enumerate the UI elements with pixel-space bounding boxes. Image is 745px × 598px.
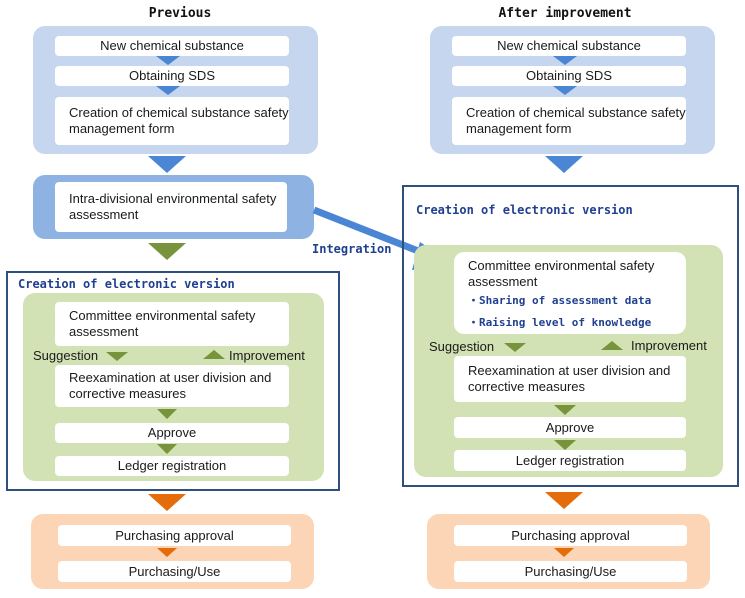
- after-obtaining-sds-box: Obtaining SDS: [452, 66, 686, 86]
- prev-improvement-arrow: [203, 350, 225, 359]
- prev-suggestion-label: Suggestion: [33, 348, 99, 363]
- after-bullet-sharing: ・Sharing of assessment data: [468, 294, 652, 307]
- after-improvement-label: Improvement: [631, 338, 707, 353]
- prev-approve-box: Approve: [55, 423, 289, 443]
- prev-intra-box: Intra-divisional environmental safety as…: [55, 182, 287, 232]
- after-electronic-frame: [402, 185, 739, 487]
- after-purchasing-approval-box: Purchasing approval: [454, 525, 687, 546]
- prev-blue-arrow: [148, 156, 186, 173]
- after-new-substance-box: New chemical substance: [452, 36, 686, 56]
- prev-reexamination-box: Reexamination at user division and corre…: [55, 365, 289, 407]
- prev-new-substance-box: New chemical substance: [55, 36, 289, 56]
- after-improvement-arrow: [601, 341, 623, 350]
- previous-header: Previous: [148, 6, 212, 21]
- after-arrow-to-use: [554, 548, 574, 557]
- prev-ledger-box: Ledger registration: [55, 456, 289, 476]
- prev-orange-arrow: [148, 494, 186, 511]
- prev-frame-title: Creation of electronic version: [18, 277, 235, 291]
- prev-suggestion-arrow: [106, 352, 128, 361]
- after-purchasing-use-box: Purchasing/Use: [454, 561, 687, 582]
- after-arrow-to-ledger: [554, 440, 576, 450]
- prev-small-arrow-1: [156, 56, 180, 65]
- after-blue-arrow: [545, 156, 583, 173]
- prev-small-arrow-2: [156, 86, 180, 95]
- after-committee-box: Committee environmental safety assessmen…: [454, 252, 686, 334]
- after-header: After improvement: [498, 6, 632, 21]
- prev-safety-form-box: Creation of chemical substance safety ma…: [55, 97, 289, 145]
- after-approve-box: Approve: [454, 417, 686, 438]
- after-ledger-box: Ledger registration: [454, 450, 686, 471]
- after-suggestion-arrow: [504, 343, 526, 352]
- after-small-arrow-2: [553, 86, 577, 95]
- prev-purchasing-approval-box: Purchasing approval: [58, 525, 291, 546]
- after-safety-form-box: Creation of chemical substance safety ma…: [452, 97, 686, 145]
- prev-arrow-to-ledger: [157, 444, 177, 454]
- after-committee-text: Committee environmental safety assessmen…: [468, 258, 655, 289]
- prev-committee-box: Committee environmental safety assessmen…: [55, 302, 289, 346]
- prev-obtaining-sds-box: Obtaining SDS: [55, 66, 289, 86]
- after-small-arrow-1: [553, 56, 577, 65]
- after-reexamination-box: Reexamination at user division and corre…: [454, 356, 686, 402]
- after-arrow-to-approve: [554, 405, 576, 415]
- prev-arrow-to-approve: [157, 409, 177, 419]
- prev-arrow-to-use: [157, 548, 177, 557]
- prev-improvement-label: Improvement: [229, 348, 305, 363]
- prev-purchasing-use-box: Purchasing/Use: [58, 561, 291, 582]
- after-frame-title: Creation of electronic version: [416, 203, 633, 217]
- after-suggestion-label: Suggestion: [429, 339, 495, 354]
- after-bullet-knowledge: ・Raising level of knowledge: [468, 316, 652, 329]
- integration-label: Integration: [312, 242, 392, 256]
- prev-electronic-frame: [6, 271, 340, 491]
- after-orange-arrow: [545, 492, 583, 509]
- prev-green-arrow: [148, 243, 186, 260]
